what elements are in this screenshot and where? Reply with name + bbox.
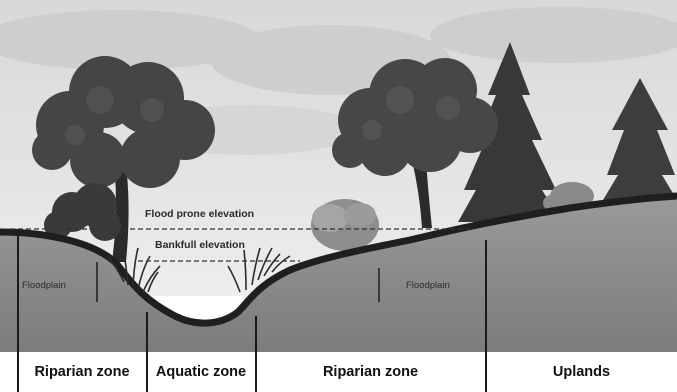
- bankfull-elevation-label: Bankfull elevation: [155, 239, 245, 251]
- shrub-middle: [311, 199, 379, 251]
- flood-prone-elevation-label: Flood prone elevation: [145, 208, 254, 220]
- floodplain-label-left: Floodplain: [22, 280, 66, 291]
- zone-label-riparian-left: Riparian zone: [18, 352, 146, 392]
- zone-label-uplands: Uplands: [486, 352, 677, 392]
- zone-label-aquatic: Aquatic zone: [147, 352, 255, 392]
- floodplain-label-right: Floodplain: [406, 280, 450, 291]
- zone-label-riparian-right: Riparian zone: [256, 352, 485, 392]
